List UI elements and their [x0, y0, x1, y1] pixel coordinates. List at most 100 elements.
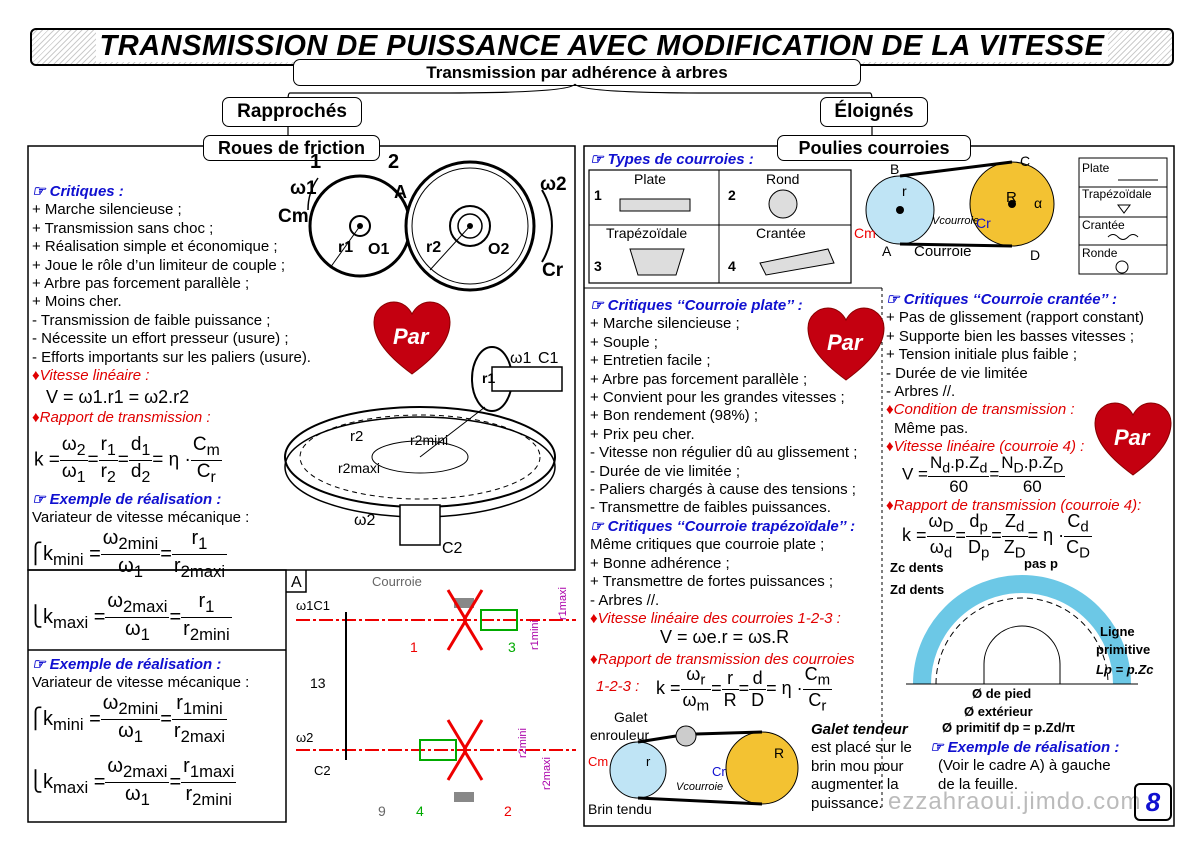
- galet-text: Galet tendeur est placé sur le brin mou …: [811, 721, 912, 812]
- svg-text:Vcourroie: Vcourroie: [932, 215, 979, 227]
- svg-text:3: 3: [508, 639, 516, 655]
- svg-text:r2: r2: [350, 428, 363, 445]
- svg-text:r1: r1: [338, 239, 353, 256]
- svg-text:Trapézoïdale: Trapézoïdale: [1082, 187, 1152, 201]
- svg-text:Zc dents: Zc dents: [890, 560, 943, 575]
- svg-text:O1: O1: [368, 241, 389, 258]
- rap123-title: ♦Rapport de transmission des courroies: [590, 651, 855, 668]
- list-item: + Supporte bien les basses vitesses ;: [886, 327, 1135, 345]
- svg-text:Cr: Cr: [712, 764, 726, 779]
- svg-text:r: r: [646, 754, 651, 769]
- exemple2: ☞ Exemple de réalisation : Variateur de …: [32, 656, 250, 692]
- crantee-criticals: ☞ Critiques ‘‘Courroie crantée’’ : + Pas…: [886, 291, 1145, 456]
- vit123-formula: V = ωe.r = ωs.R: [660, 627, 790, 647]
- list-item: + Moins cher.: [32, 293, 122, 311]
- svg-text:Plate: Plate: [634, 171, 666, 187]
- branch-left: Rapprochés: [222, 97, 362, 127]
- list-item: - Arbres //.: [886, 383, 956, 401]
- list-item: - Nécessite un effort presseur (usure) ;: [32, 330, 289, 348]
- list-item: + Marche silencieuse ;: [32, 201, 182, 219]
- svg-text:Galet: Galet: [614, 710, 648, 725]
- svg-text:r2maxi: r2maxi: [338, 460, 380, 476]
- svg-text:Ronde: Ronde: [1082, 246, 1118, 260]
- svg-text:A: A: [882, 243, 892, 259]
- svg-text:Crantée: Crantée: [1082, 218, 1125, 232]
- svg-text:2: 2: [728, 187, 736, 203]
- svg-text:Brin tendu: Brin tendu: [588, 801, 652, 817]
- svg-text:ω2: ω2: [296, 730, 313, 745]
- svg-text:r1mini: r1mini: [529, 620, 541, 650]
- svg-text:1: 1: [410, 639, 418, 655]
- list-item: - Transmission de faible puissance ;: [32, 311, 271, 329]
- list-item: + Réalisation simple et économique ;: [32, 238, 278, 256]
- vitesse-title: ♦Vitesse linéaire :: [32, 367, 150, 385]
- svg-text:D: D: [1030, 247, 1040, 263]
- svg-text:Crantée: Crantée: [756, 225, 806, 241]
- friction-disc-diagram: r1 ω1 C1 r2 r2mini r2maxi ω2 C2: [284, 346, 563, 557]
- svg-text:9: 9: [378, 803, 386, 819]
- svg-text:A: A: [394, 182, 407, 202]
- svg-text:Courroie: Courroie: [372, 574, 422, 589]
- list-item: + Bonne adhérence ;: [590, 554, 730, 572]
- svg-text:C2: C2: [442, 540, 463, 557]
- heart-icon: Par: [373, 301, 451, 375]
- subtitle: Transmission par adhérence à arbres: [293, 59, 861, 86]
- svg-text:2: 2: [388, 151, 399, 173]
- svg-text:Plate: Plate: [1082, 161, 1110, 175]
- types-table: 1 Plate 2 Rond 3 Trapézoïdale 4 Crantée: [588, 169, 852, 284]
- list-item: + Bon rendement (98%) ;: [590, 407, 759, 425]
- list-item: - Vitesse non régulier dû au glissement …: [590, 444, 858, 462]
- list-item: + Entretien facile ;: [590, 352, 711, 370]
- page-number: 8: [1134, 783, 1172, 821]
- vitesse-formula: V = ω1.r1 = ω2.r2: [46, 387, 190, 408]
- svg-text:enrouleur: enrouleur: [590, 727, 649, 743]
- svg-text:r2mini: r2mini: [517, 728, 529, 758]
- list-item: + Joue le rôle d’un limiteur de couple ;: [32, 256, 286, 274]
- site-watermark: ezzahraoui.jimdo.com: [888, 788, 1142, 815]
- svg-text:C2: C2: [314, 763, 331, 778]
- svg-text:1: 1: [594, 187, 602, 203]
- friction-criticals: ☞ Critiques : + Marche silencieuse ; + T…: [32, 183, 311, 428]
- svg-text:r1maxi: r1maxi: [557, 587, 569, 620]
- friction-wheels-diagram: 1 2 ω1 ω2 Cm Cr A r1 O1 r2 O2: [278, 151, 567, 292]
- friction-criticals-title: ☞ Critiques :: [32, 183, 124, 200]
- svg-text:Cm: Cm: [854, 225, 876, 241]
- svg-text:Cm: Cm: [278, 206, 309, 227]
- list-item: + Souple ;: [590, 333, 658, 351]
- rap123-sub: 1-2-3 :: [596, 678, 640, 695]
- list-item: + Arbre pas forcement parallèle ;: [590, 370, 808, 388]
- list-item: + Prix peu cher.: [590, 425, 695, 443]
- svg-text:Ø primitif dp = p.Zd/π: Ø primitif dp = p.Zd/π: [942, 720, 1075, 735]
- svg-text:Lp = p.Zc: Lp = p.Zc: [1096, 662, 1154, 677]
- frame-a-diagram: A Courroie ω1C1 ω2 C2 1 3 13 9 4 2 r1min…: [286, 570, 576, 819]
- svg-text:r: r: [902, 183, 907, 199]
- label-n1: 1: [310, 151, 321, 173]
- list-item: - Arbres //.: [590, 591, 660, 609]
- svg-text:Cr: Cr: [542, 260, 564, 281]
- list-item: + Arbre pas forcement parallèle ;: [32, 275, 250, 293]
- svg-text:α: α: [1034, 195, 1042, 211]
- heart-icon: Par: [1094, 402, 1172, 476]
- svg-text:C: C: [1020, 153, 1030, 169]
- poulie-diagram: B C A D r R Courroie Vcourroie Cm Cr α: [854, 153, 1055, 263]
- svg-text:C1: C1: [538, 350, 559, 367]
- svg-text:r2maxi: r2maxi: [541, 757, 553, 790]
- svg-text:Cr: Cr: [976, 215, 991, 231]
- list-item: + Convient pour les grandes vitesses ;: [590, 389, 845, 407]
- galet-diagram: Galet enrouleur Brin tendu r R Vcourroie…: [588, 710, 799, 817]
- svg-text:R: R: [1006, 189, 1017, 206]
- svg-text:4: 4: [728, 258, 736, 274]
- svg-text:primitive: primitive: [1096, 642, 1150, 657]
- svg-text:4: 4: [416, 803, 424, 819]
- svg-text:Trapézoïdale: Trapézoïdale: [606, 225, 687, 241]
- svg-text:3: 3: [594, 258, 602, 274]
- section-friction: Roues de friction: [203, 135, 380, 161]
- list-item: - Durée de vie limitée ;: [590, 462, 741, 480]
- crantee-diagram: Zc dents Zd dents pas p Ligne primitive …: [890, 556, 1154, 735]
- svg-text:Ligne: Ligne: [1100, 624, 1135, 639]
